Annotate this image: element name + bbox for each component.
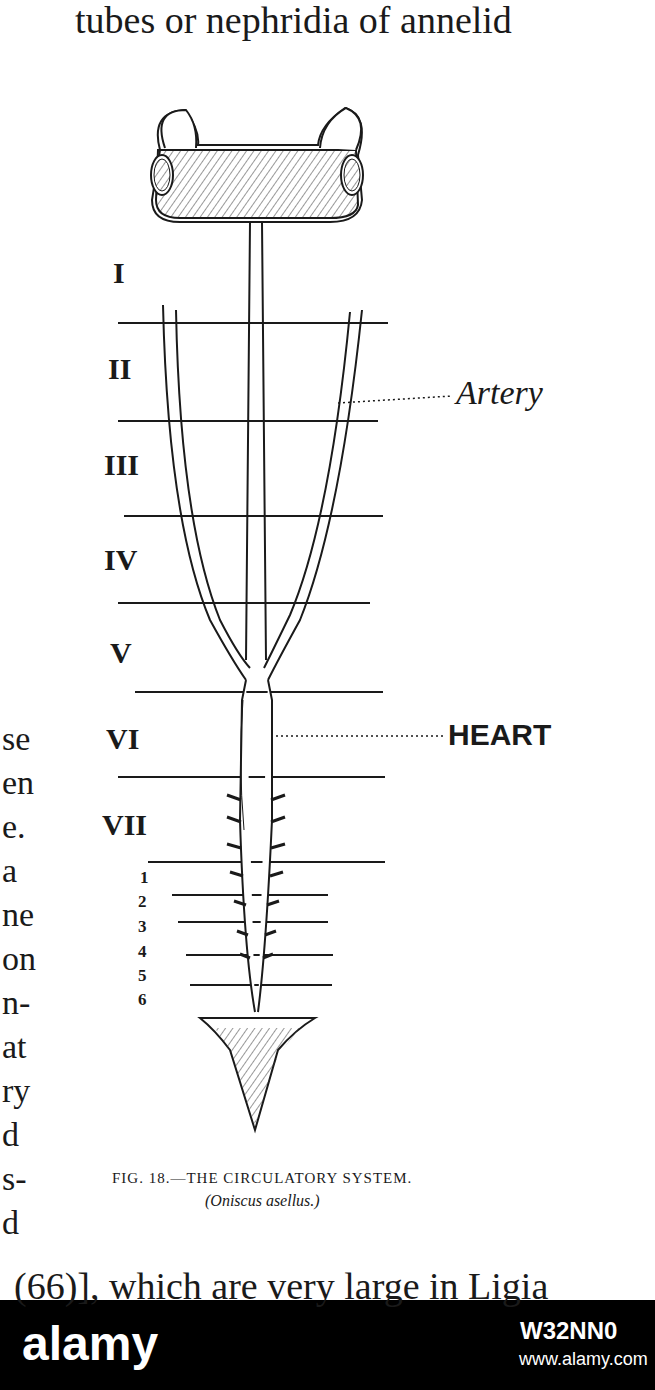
artery-label: Artery <box>456 374 543 411</box>
body-text-fragment: e. <box>2 808 26 845</box>
body-text: tubes or nephridia of annelid <box>75 0 512 42</box>
segment-numeral: III <box>104 448 139 481</box>
watermark-logo: alamy <box>22 1318 158 1371</box>
pleon-number: 1 <box>140 869 149 888</box>
caption-species: (Oniscus asellus.) <box>205 1192 320 1210</box>
pleon-number: 4 <box>138 943 147 962</box>
segment-numeral: I <box>113 256 125 289</box>
pleon-number: 6 <box>138 991 147 1010</box>
heart-label: HEART <box>448 718 551 751</box>
body-text-fragment: d <box>2 1204 19 1241</box>
segment-numeral: IV <box>104 543 137 576</box>
pleon-number: 3 <box>138 918 147 937</box>
segment-numeral: V <box>110 636 132 669</box>
pleon-number: 5 <box>138 967 147 986</box>
segment-numeral: VII <box>102 808 147 841</box>
segment-numeral: VI <box>106 722 139 755</box>
body-text-fragment: on <box>2 940 36 977</box>
body-text: (66)], which are very large in Ligia <box>14 1266 548 1308</box>
body-text-fragment: n- <box>2 984 30 1021</box>
body-text-fragment: se <box>2 720 30 757</box>
body-text-fragment: s- <box>2 1160 27 1197</box>
body-text-fragment: at <box>2 1028 27 1065</box>
watermark-url: www.alamy.com <box>519 1350 648 1370</box>
pleon-number: 2 <box>138 893 147 912</box>
segment-numeral: II <box>108 352 131 385</box>
body-text-fragment: d <box>2 1116 19 1153</box>
body-text-fragment: ry <box>2 1072 30 1109</box>
figure-caption: FIG. 18.—THE CIRCULATORY SYSTEM. <box>112 1170 412 1187</box>
body-text-fragment: en <box>2 764 34 801</box>
body-text-fragment: a <box>2 852 17 889</box>
body-text-fragment: ne <box>2 896 34 933</box>
watermark-id: W32NN0 <box>520 1318 617 1344</box>
